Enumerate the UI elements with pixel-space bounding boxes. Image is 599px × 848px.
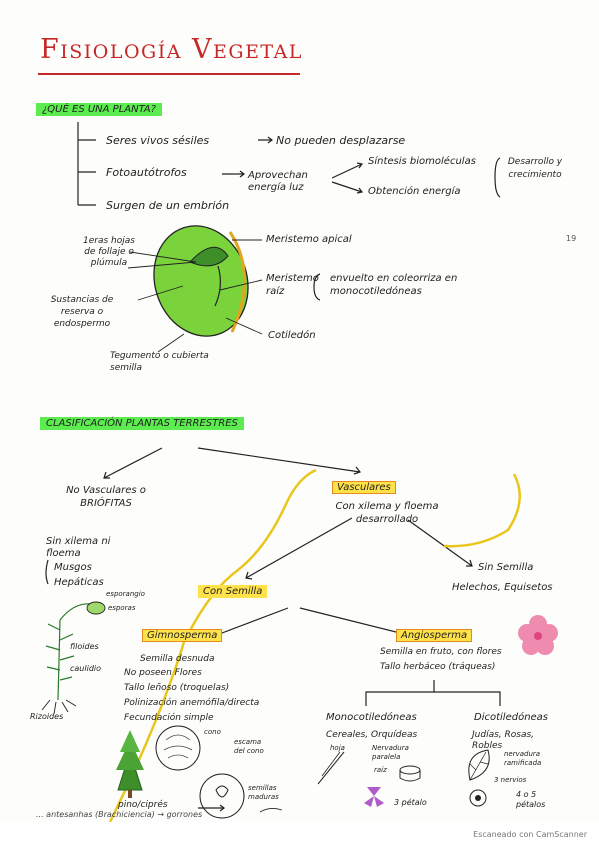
seed-drawing (127, 225, 263, 353)
section2-heading-wrap: CLASIFICACIÓN PLANTAS TERRESTRES (40, 417, 244, 430)
angio-item-1: Tallo herbáceo (tráqueas) (380, 662, 496, 672)
bottom-cropped-text: ... antesanhas (Brachiciencia) → gorrone… (36, 810, 203, 819)
item-hepaticas: Hepáticas (54, 577, 104, 588)
gimno-item-2: Tallo leñoso (troquelas) (124, 683, 230, 693)
sin-semilla-title: Sin Semilla (478, 562, 534, 573)
label-caulidio: caulidio (70, 664, 102, 673)
label-pino-cipres: pino/ciprés (118, 800, 168, 810)
vasculares-desc: Con xilema y floema desarrollado (335, 501, 439, 525)
mono-item-0: Cereales, Orquídeas (326, 730, 418, 740)
label-esporangio: esporangio (106, 590, 145, 598)
gimno-item-1: No poseen Flores (124, 668, 202, 678)
angio-item-0: Semilla en fruto, con flores (380, 647, 502, 657)
label-cono: cono (204, 728, 221, 736)
seed-label-meristemo-apical: Meristemo apical (266, 234, 352, 245)
title-underline (38, 73, 300, 75)
section1-heading-wrap: ¿QUÉ ES UNA PLANTA? (36, 103, 162, 116)
footer-strip: Escaneado con CamScanner (0, 822, 599, 848)
label-raiz: raíz (374, 766, 387, 774)
section1-tree-lines (77, 122, 501, 301)
label-3-nervios: 3 nervios (494, 776, 527, 784)
gimno-item-0: Semilla desnuda (140, 654, 215, 664)
angiosperma-title: Angiosperma (396, 629, 473, 642)
no-vasculares-desc: Sin xilema ni floema (46, 536, 111, 559)
monocotiledoneas-title: Monocotiledóneas (326, 712, 417, 723)
seed-label-endospermo: Sustancias de reserva o endospermo (50, 295, 114, 329)
no-vasculares-title: No Vasculares o BRIÓFITAS (66, 485, 146, 509)
item-aprovechan-luz: Aprovechan energía luz (248, 170, 308, 193)
seed-label-meristemo-raiz: Meristemo raíz (266, 273, 319, 297)
gimno-item-3: Polinización anemófila/directa (124, 698, 260, 708)
item-obtencion-energia: Obtención energía (368, 186, 461, 197)
angiosperma-title-wrap: Angiosperma (396, 629, 473, 642)
gimnosperma-title-wrap: Gimnosperma (142, 629, 223, 642)
page-title: Fisiología Vegetal (40, 34, 303, 65)
item-fotoautotrofos: Fotoautótrofos (106, 166, 187, 179)
section1-heading: ¿QUÉ ES UNA PLANTA? (36, 103, 162, 116)
label-3-petalo: 3 pétalo (394, 798, 427, 807)
item-musgos: Musgos (54, 562, 92, 573)
label-nervadura-paralela: Nervadura paralela (372, 744, 409, 761)
vasculares-title-wrap: Vasculares (332, 481, 396, 494)
label-filoides: filoides (70, 642, 99, 651)
item-seres-vivos: Seres vivos sésiles (106, 134, 210, 147)
seed-label-cotiledon: Cotiledón (268, 330, 316, 341)
sin-semilla-desc: Helechos, Equisetos (452, 582, 553, 593)
label-4-5-petalos: 4 o 5 pétalos (516, 790, 546, 809)
con-semilla-title: Con Semilla (198, 585, 268, 598)
vasculares-title: Vasculares (332, 481, 396, 494)
label-nervadura-ramificada: nervadura ramificada (504, 750, 542, 767)
dico-item-0: Judías, Rosas, Robles (472, 730, 535, 751)
con-semilla-wrap: Con Semilla (198, 585, 268, 598)
seed-label-coleorriza: envuelto en coleorriza en monocotiledóne… (330, 273, 458, 297)
item-sintesis: Síntesis biomoléculas (368, 156, 476, 167)
margin-mark: 19 (566, 234, 577, 243)
label-esporas: esporas (108, 604, 136, 612)
classification-diagram (41, 447, 558, 822)
item-desarrollo: Desarrollo y crecimiento (507, 157, 563, 180)
label-escama-cono: escama del cono (234, 738, 264, 755)
item-no-desplazarse: No pueden desplazarse (276, 134, 406, 147)
label-hoja: hoja (330, 744, 345, 752)
seed-label-plumula: 1eras hojas de follaje o plúmula (83, 236, 135, 268)
dicotiledoneas-title: Dicotiledóneas (474, 712, 549, 723)
item-embrion: Surgen de un embrión (106, 199, 230, 212)
seed-label-tegumento: Tegumento o cubierta semilla (110, 351, 209, 373)
label-semillas-maduras: semillas maduras (248, 784, 279, 801)
gimnosperma-title: Gimnosperma (142, 629, 223, 642)
gimno-item-4: Fecundación simple (124, 713, 214, 723)
scanner-footer: Escaneado con CamScanner (473, 830, 587, 839)
section2-heading: CLASIFICACIÓN PLANTAS TERRESTRES (40, 417, 244, 430)
scanned-page: Fisiología Vegetal ¿QUÉ ES UNA PLANTA? S… (30, 34, 577, 822)
label-rizoides: Rizoides (30, 712, 64, 721)
